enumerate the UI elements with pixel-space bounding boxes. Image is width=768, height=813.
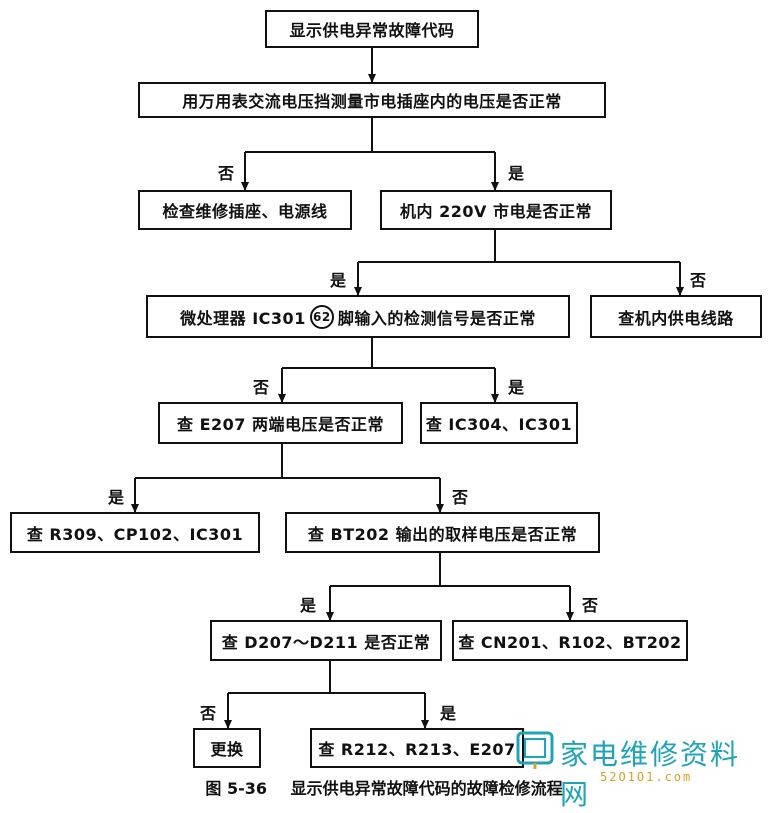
figure-number: 图 5-36 [205, 779, 268, 798]
branch-label-yes: 是 [508, 378, 525, 397]
figure-title: 显示供电异常故障代码的故障检修流程 [290, 779, 563, 798]
node-check-r309-cp102-ic301: 查 R309、CP102、IC301 [10, 512, 260, 553]
node-check-bt202-sample-voltage: 查 BT202 输出的取样电压是否正常 [285, 512, 600, 553]
node-mcu-pin62-check: 微处理器 IC301 62 脚输入的检测信号是否正常 [146, 295, 570, 338]
node-check-ic304-ic301: 查 IC304、IC301 [420, 402, 578, 444]
node-check-d207-d211: 查 D207～D211 是否正常 [210, 620, 442, 661]
node-check-internal-supply: 查机内供电线路 [590, 295, 762, 338]
node-internal-220v-check: 机内 220V 市电是否正常 [380, 190, 612, 230]
branch-label-no: 否 [200, 704, 217, 723]
node-check-cn201-r102-bt202: 查 CN201、R102、BT202 [452, 620, 688, 661]
branch-label-no: 否 [452, 488, 469, 507]
node-measure-outlet-voltage: 用万用表交流电压挡测量市电插座内的电压是否正常 [138, 82, 606, 118]
node-show-power-error-code: 显示供电异常故障代码 [265, 10, 479, 48]
figure-caption: 图 5-36 显示供电异常故障代码的故障检修流程 [0, 775, 768, 799]
branch-label-no: 否 [582, 596, 599, 615]
watermark-logo-icon [516, 731, 554, 769]
watermark-text: 家电维修资料网 [560, 738, 741, 811]
branch-label-yes: 是 [108, 488, 125, 507]
node-check-e207-voltage: 查 E207 两端电压是否正常 [158, 402, 403, 444]
branch-label-yes: 是 [508, 164, 525, 183]
pin-number-circle: 62 [309, 304, 334, 329]
node-mcu-pin62-check-post: 脚输入的检测信号是否正常 [337, 308, 536, 328]
watermark-url: 52O1O1.com [600, 770, 693, 784]
branch-label-yes: 是 [440, 704, 457, 723]
node-check-r212-r213-e207: 查 R212、R213、E207 [310, 728, 524, 768]
branch-label-no: 否 [253, 378, 270, 397]
node-repair-outlet-cord: 检查维修插座、电源线 [138, 190, 352, 230]
node-mcu-pin62-check-pre: 微处理器 IC301 [180, 308, 306, 328]
branch-label-no: 否 [690, 271, 707, 290]
branch-label-no: 否 [218, 164, 235, 183]
node-replace: 更换 [193, 728, 261, 768]
branch-label-yes: 是 [300, 596, 317, 615]
branch-label-yes: 是 [330, 271, 347, 290]
